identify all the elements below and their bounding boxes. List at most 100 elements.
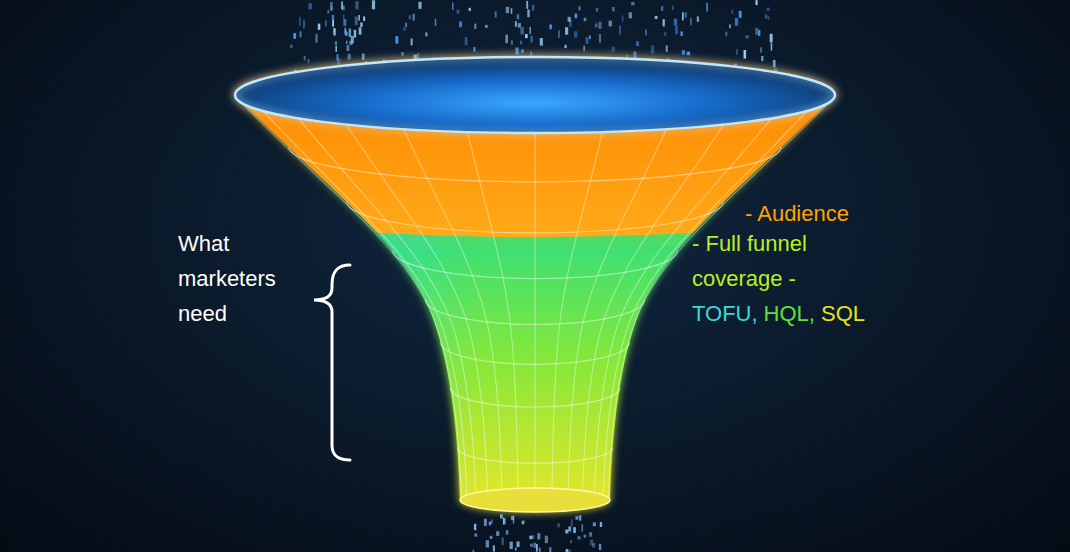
data-particle [577, 536, 580, 539]
data-particle [612, 7, 615, 11]
data-particle [568, 550, 571, 552]
data-particle [473, 550, 475, 552]
data-particle [579, 515, 581, 521]
data-particle [474, 533, 477, 536]
curly-brace [314, 265, 350, 460]
data-particle [485, 25, 488, 28]
data-particle [511, 516, 514, 520]
data-particle [335, 41, 337, 45]
grid-meridian [263, 111, 467, 505]
data-particle [515, 547, 517, 550]
data-particle [418, 2, 421, 9]
data-particle [530, 52, 532, 57]
data-particle [290, 45, 292, 48]
data-particle [506, 530, 509, 535]
data-particle [744, 50, 747, 59]
grid-meridian [242, 103, 462, 503]
data-particle [345, 32, 348, 36]
data-particle [347, 45, 350, 51]
data-particle [372, 0, 375, 9]
data-particle [645, 29, 647, 35]
data-particle [354, 30, 357, 38]
data-particle [651, 45, 654, 53]
data-particle [770, 34, 773, 43]
data-particle [525, 34, 528, 38]
data-particle [533, 535, 535, 539]
data-particle [589, 35, 591, 39]
data-particle [346, 41, 348, 44]
data-particle [486, 540, 489, 547]
data-particle [767, 8, 770, 11]
data-particle [532, 5, 534, 11]
data-particle [674, 19, 678, 26]
data-particle [308, 59, 310, 63]
data-particles [473, 514, 603, 552]
data-particle [612, 47, 615, 52]
data-particle [304, 56, 306, 61]
data-particle [511, 40, 513, 44]
data-particle [631, 2, 634, 5]
data-particle [599, 22, 602, 29]
funnel-opening [235, 57, 835, 133]
data-particle [359, 27, 362, 34]
data-particle [342, 6, 345, 11]
data-particle [484, 519, 487, 526]
data-particle [489, 522, 492, 526]
data-particle [412, 14, 415, 21]
data-particle [655, 16, 658, 19]
grid-meridian [594, 118, 771, 507]
data-particle [622, 16, 624, 22]
data-particle [515, 48, 518, 55]
data-particle [308, 3, 312, 9]
stage-label: TOFU, [692, 296, 758, 331]
data-particle [362, 54, 365, 60]
data-particle [566, 549, 569, 552]
data-particle [565, 27, 568, 35]
data-particle [661, 6, 663, 11]
data-particle [579, 6, 581, 10]
grid-meridian [534, 133, 535, 512]
funnel-spout [460, 488, 610, 512]
data-particle [356, 1, 359, 9]
data-particle [565, 45, 567, 48]
data-particle [600, 522, 602, 527]
data-particle [360, 22, 363, 27]
data-particle [592, 543, 595, 547]
data-particle [549, 547, 551, 552]
data-particle [293, 33, 296, 39]
funnel-grid [242, 103, 829, 512]
grid-meridian [346, 125, 488, 510]
data-particle [545, 536, 548, 543]
data-particle [348, 54, 351, 60]
data-particle [575, 14, 578, 19]
data-particle [756, 0, 758, 5]
data-particle [619, 26, 621, 35]
data-particle [765, 14, 768, 18]
data-particle [687, 52, 690, 56]
data-particle [349, 29, 351, 37]
data-particle [773, 60, 776, 68]
grid-meridian [608, 103, 828, 503]
data-particle [490, 536, 493, 539]
data-particle [595, 23, 597, 27]
data-particle [493, 545, 495, 551]
data-particle [363, 16, 365, 21]
data-particle [457, 10, 460, 14]
data-particle [517, 542, 520, 547]
data-particle [425, 32, 427, 36]
data-particle [675, 26, 678, 35]
data-particle [682, 12, 684, 20]
data-particle [529, 536, 532, 540]
data-particle [537, 533, 540, 539]
bracket-label: What marketers need [178, 226, 276, 331]
data-particle [568, 17, 571, 22]
data-particle [755, 28, 758, 35]
data-particle [474, 24, 476, 29]
data-particle [536, 544, 538, 552]
data-particle [681, 31, 683, 36]
data-particle [583, 46, 585, 52]
data-particle [405, 23, 407, 28]
data-particle [584, 535, 587, 538]
data-particle [343, 15, 345, 19]
data-particle [771, 43, 773, 51]
